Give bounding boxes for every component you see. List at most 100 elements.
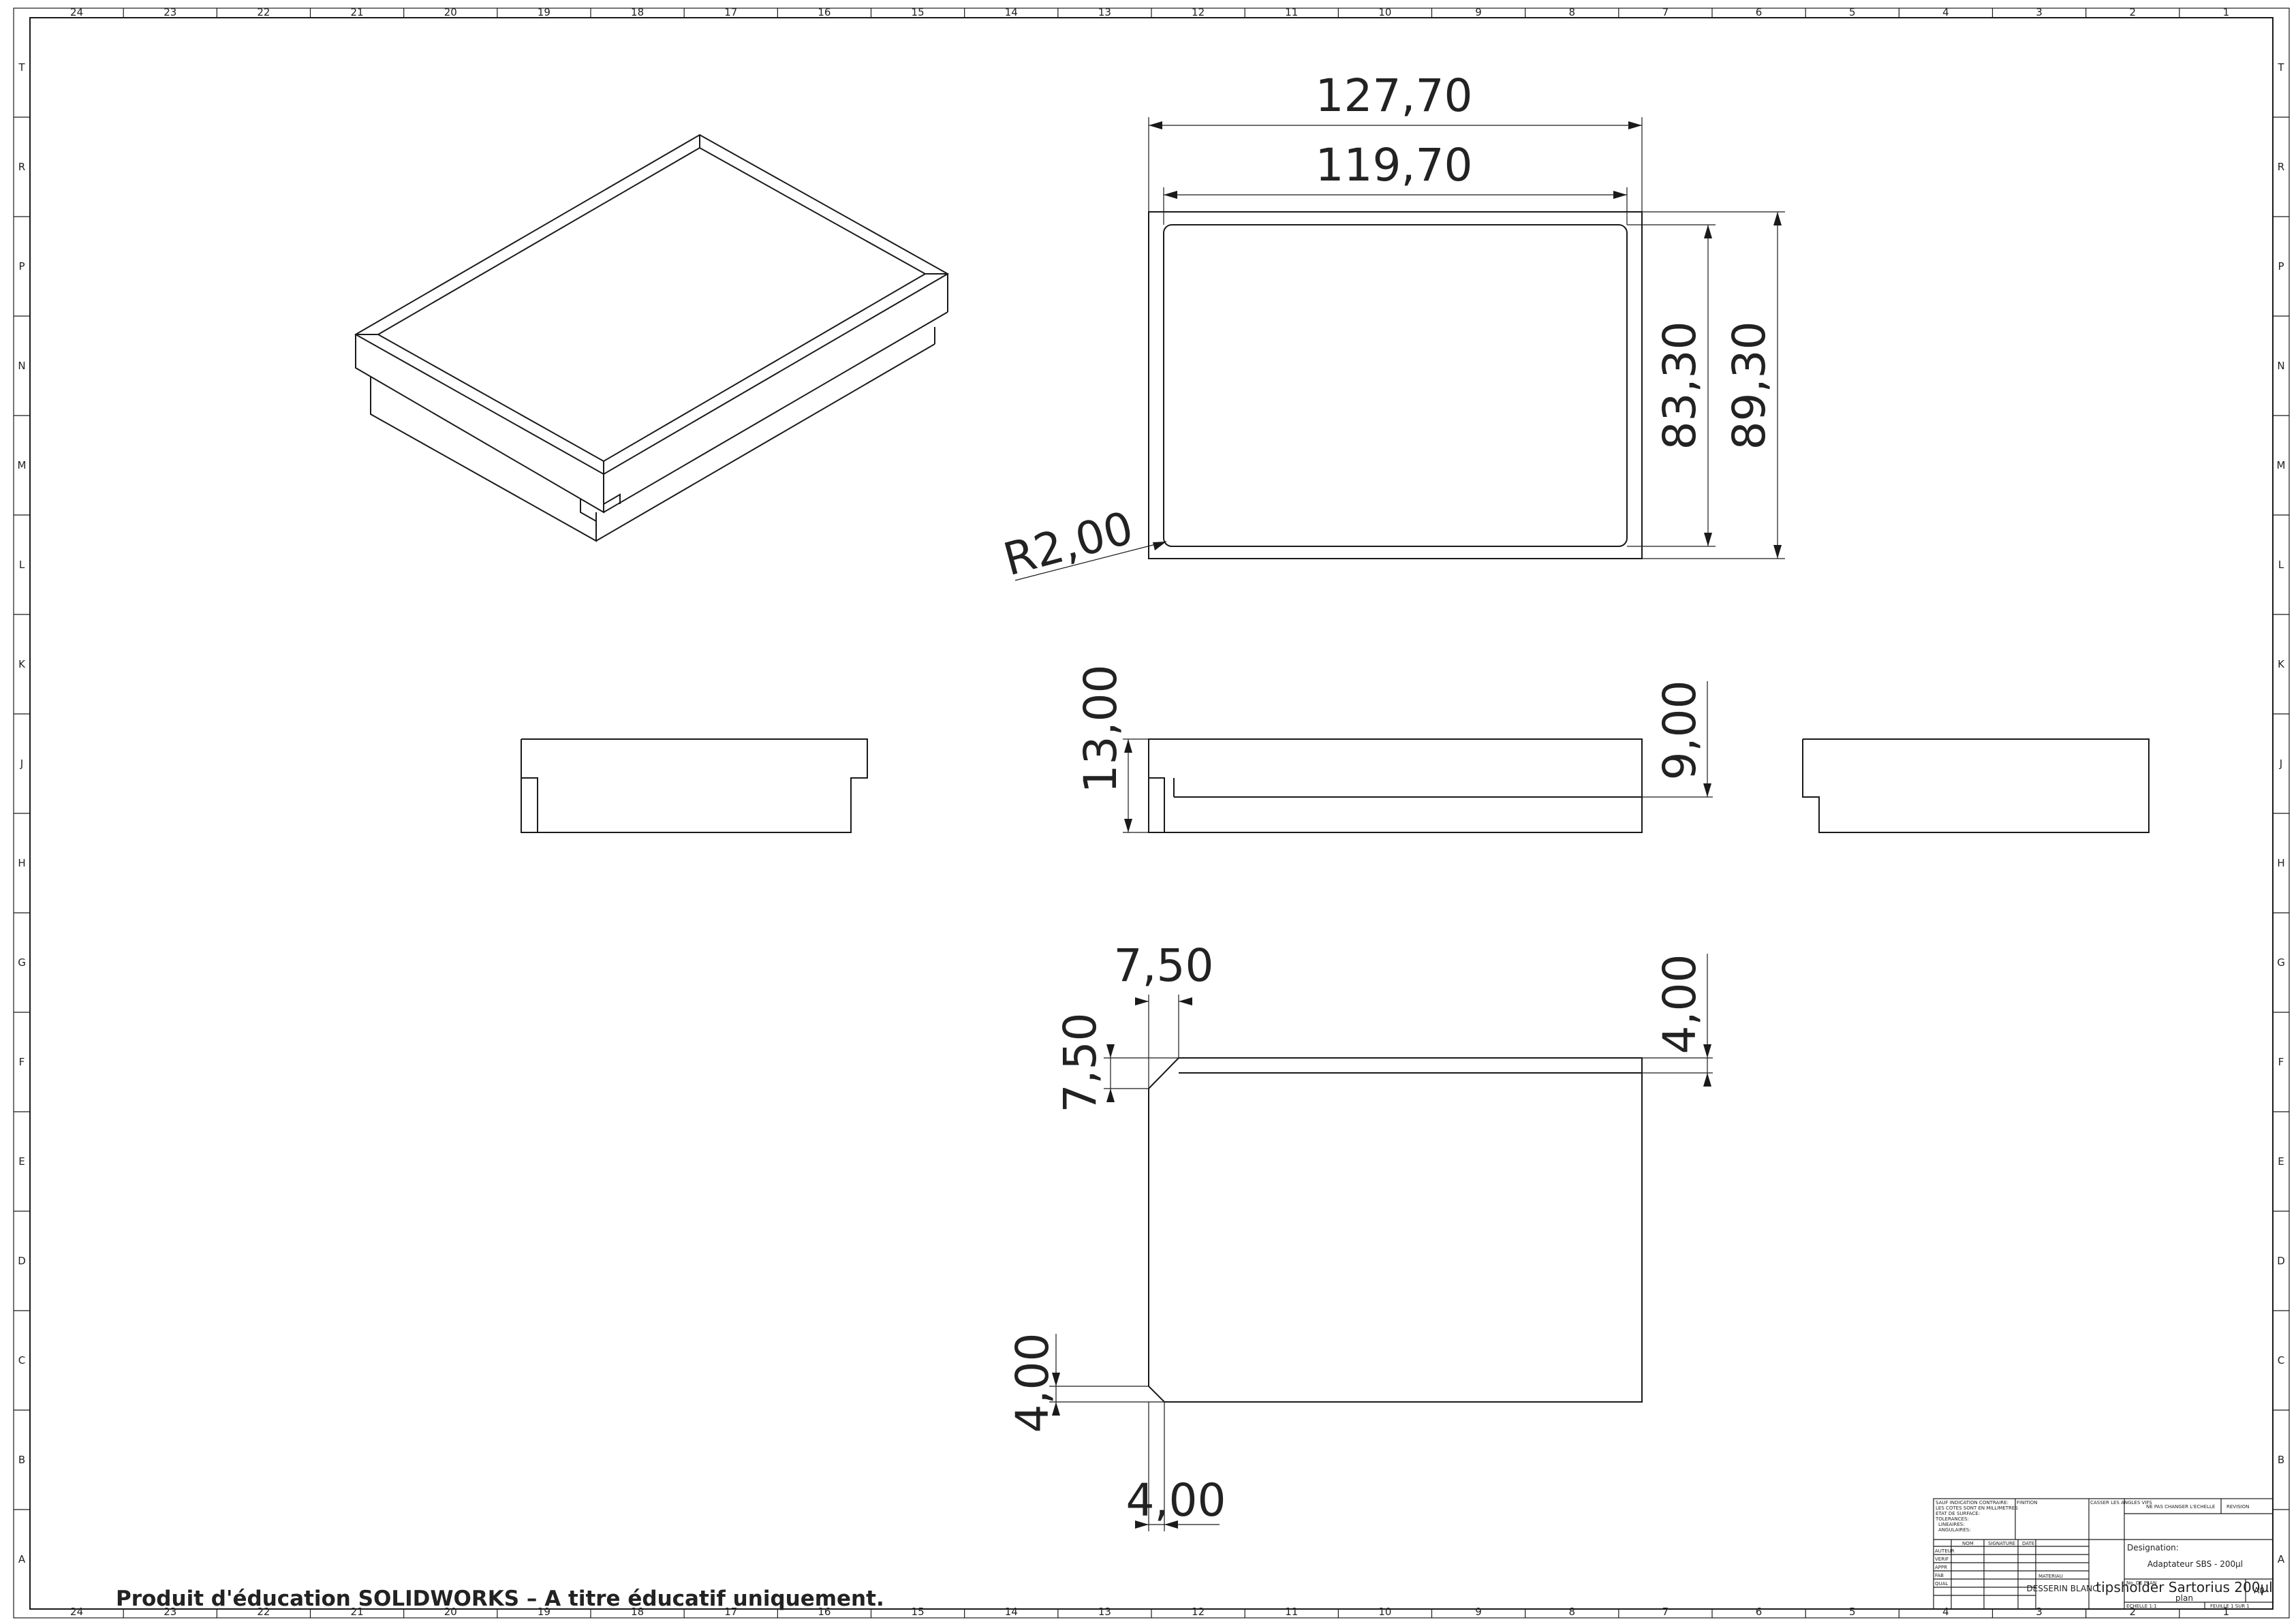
zone-column-label: 19 — [538, 1606, 550, 1618]
zone-column-label: 17 — [724, 6, 737, 18]
zone-column-label: 5 — [1849, 1606, 1856, 1618]
zone-row-label: R — [18, 161, 25, 173]
zone-column-label: 24 — [70, 1606, 83, 1618]
sheet-frame — [13, 7, 2290, 1619]
zone-column-label: 2 — [2129, 1606, 2136, 1618]
tb-note-2: LES COTES SONT EN MILLIMETRES — [1936, 1505, 2018, 1511]
dim-step-height: 4,00 — [1654, 954, 1706, 1055]
zone-column-label: 17 — [724, 1606, 737, 1618]
zone-column-label: 23 — [164, 6, 176, 18]
zone-column-label: 7 — [1662, 1606, 1669, 1618]
zone-column-label: 6 — [1756, 1606, 1763, 1618]
zone-column-label: 22 — [257, 6, 270, 18]
zone-row-label: P — [2278, 260, 2284, 272]
tb-sheet-label: FEUILLE 1 SUR 1 — [2210, 1604, 2250, 1609]
dim-inner-length: 119,70 — [1316, 139, 1473, 191]
zone-column-label: 19 — [538, 6, 550, 18]
zone-row-label: C — [2278, 1354, 2284, 1367]
zone-column-label: 10 — [1378, 1606, 1391, 1618]
zone-row-label: H — [2277, 857, 2284, 869]
zone-row-label: J — [2279, 758, 2282, 770]
tb-row-appr: APPR — [1935, 1565, 1947, 1570]
tb-header-text: NE PAS CHANGER L'ECHELLE — [2146, 1504, 2215, 1510]
zone-column-label: 7 — [1662, 6, 1669, 18]
dim-chamfer-bottom-horizontal: 4,00 — [1126, 1474, 1226, 1527]
tb-note-5: LINEAIRES: — [1938, 1522, 1965, 1527]
dim-upper-height: 9,00 — [1654, 681, 1706, 781]
dim-chamfer-top-horizontal: 7,50 — [1114, 939, 1214, 992]
zone-row-label: L — [2278, 559, 2284, 571]
zone-row-label: F — [19, 1056, 25, 1068]
zone-column-label: 24 — [70, 6, 83, 18]
dim-overall-length: 127,70 — [1316, 69, 1473, 122]
zone-column-label: 14 — [1005, 6, 1018, 18]
zone-column-label: 16 — [818, 1606, 831, 1618]
tb-col-date: DATE — [2022, 1541, 2034, 1546]
left-side-view — [521, 738, 868, 833]
zone-row-label: A — [2278, 1553, 2285, 1565]
tb-designation-value: Adaptateur SBS - 200µl — [2147, 1559, 2243, 1569]
zone-row-label: H — [18, 857, 25, 869]
zone-row-label: E — [18, 1155, 25, 1168]
zone-row-label: T — [18, 61, 25, 74]
tb-row-verif: VERIF — [1935, 1557, 1949, 1562]
tb-note-6: ANGULAIRES: — [1938, 1527, 1971, 1533]
zone-column-label: 14 — [1005, 1606, 1018, 1618]
zone-row-label: A — [18, 1553, 26, 1565]
zone-column-label: 12 — [1192, 1606, 1205, 1618]
tb-col-name: NOM — [1962, 1541, 1974, 1546]
zone-row-label: K — [18, 658, 26, 670]
zone-column-label: 21 — [351, 6, 364, 18]
zone-column-label: 20 — [444, 1606, 457, 1618]
zone-row-label: T — [2277, 61, 2284, 74]
zone-row-label: D — [2277, 1255, 2285, 1267]
tb-row-author: AUTEUR — [1935, 1548, 1955, 1554]
zone-column-label: 18 — [631, 6, 644, 18]
tb-note-1: SAUF INDICATION CONTRAIRE: — [1936, 1500, 2008, 1505]
zone-column-label: 11 — [1285, 6, 1298, 18]
zone-row-label: G — [18, 956, 26, 969]
dimension-labels: 127,70 119,70 83,30 89,30 R2,00 13,00 9,… — [998, 69, 1775, 1527]
zone-column-label: 21 — [351, 1606, 364, 1618]
zone-column-label: 15 — [912, 6, 925, 18]
zone-column-label: 13 — [1098, 6, 1111, 18]
dim-overall-width: 89,30 — [1723, 322, 1775, 450]
zone-column-label: 18 — [631, 1606, 644, 1618]
tb-drawing-subtitle: plan — [2175, 1593, 2193, 1603]
right-side-view — [1802, 738, 2150, 833]
zone-column-label: 6 — [1756, 6, 1763, 18]
zone-row-label: L — [19, 559, 25, 571]
zone-column-label: 13 — [1098, 1606, 1111, 1618]
zone-column-label: 12 — [1192, 6, 1205, 18]
tb-drawing-no-label: No. DE PLAN — [2126, 1580, 2156, 1586]
zone-row-label: E — [2278, 1155, 2284, 1168]
zone-column-label: 8 — [1568, 6, 1575, 18]
zone-row-label: P — [18, 260, 25, 272]
tb-note-4: TOLERANCES: — [1935, 1516, 1969, 1522]
zone-row-label: B — [2278, 1454, 2284, 1466]
tb-designation-label: Designation: — [2127, 1543, 2179, 1552]
zone-column-label: 15 — [912, 1606, 925, 1618]
zone-column-label: 11 — [1285, 1606, 1298, 1618]
front-view — [1123, 681, 1713, 833]
dim-chamfer-top-vertical: 7,50 — [1054, 1013, 1106, 1113]
zone-column-label: 16 — [818, 6, 831, 18]
zone-row-label: C — [18, 1354, 25, 1367]
zone-column-label: 1 — [2223, 1606, 2230, 1618]
zone-row-label: R — [2278, 161, 2284, 173]
tb-row-fab: FAB — [1935, 1573, 1944, 1578]
zone-row-label: N — [18, 360, 25, 372]
zone-column-label: 4 — [1942, 6, 1949, 18]
zone-column-label: 9 — [1475, 1606, 1482, 1618]
zone-column-label: 1 — [2223, 6, 2230, 18]
tb-deburr-note: CASSER LES ANGLES VIFS — [2090, 1500, 2152, 1505]
dim-inner-width: 83,30 — [1654, 322, 1706, 450]
zone-column-label: 5 — [1849, 6, 1856, 18]
zone-column-label: 22 — [257, 1606, 270, 1618]
dim-chamfer-bottom-vertical: 4,00 — [1006, 1333, 1059, 1433]
zone-column-label: 10 — [1378, 6, 1391, 18]
dim-corner-radius: R2,00 — [998, 501, 1138, 586]
tb-row-qual: QUAL — [1935, 1581, 1948, 1587]
zone-column-label: 20 — [444, 6, 457, 18]
